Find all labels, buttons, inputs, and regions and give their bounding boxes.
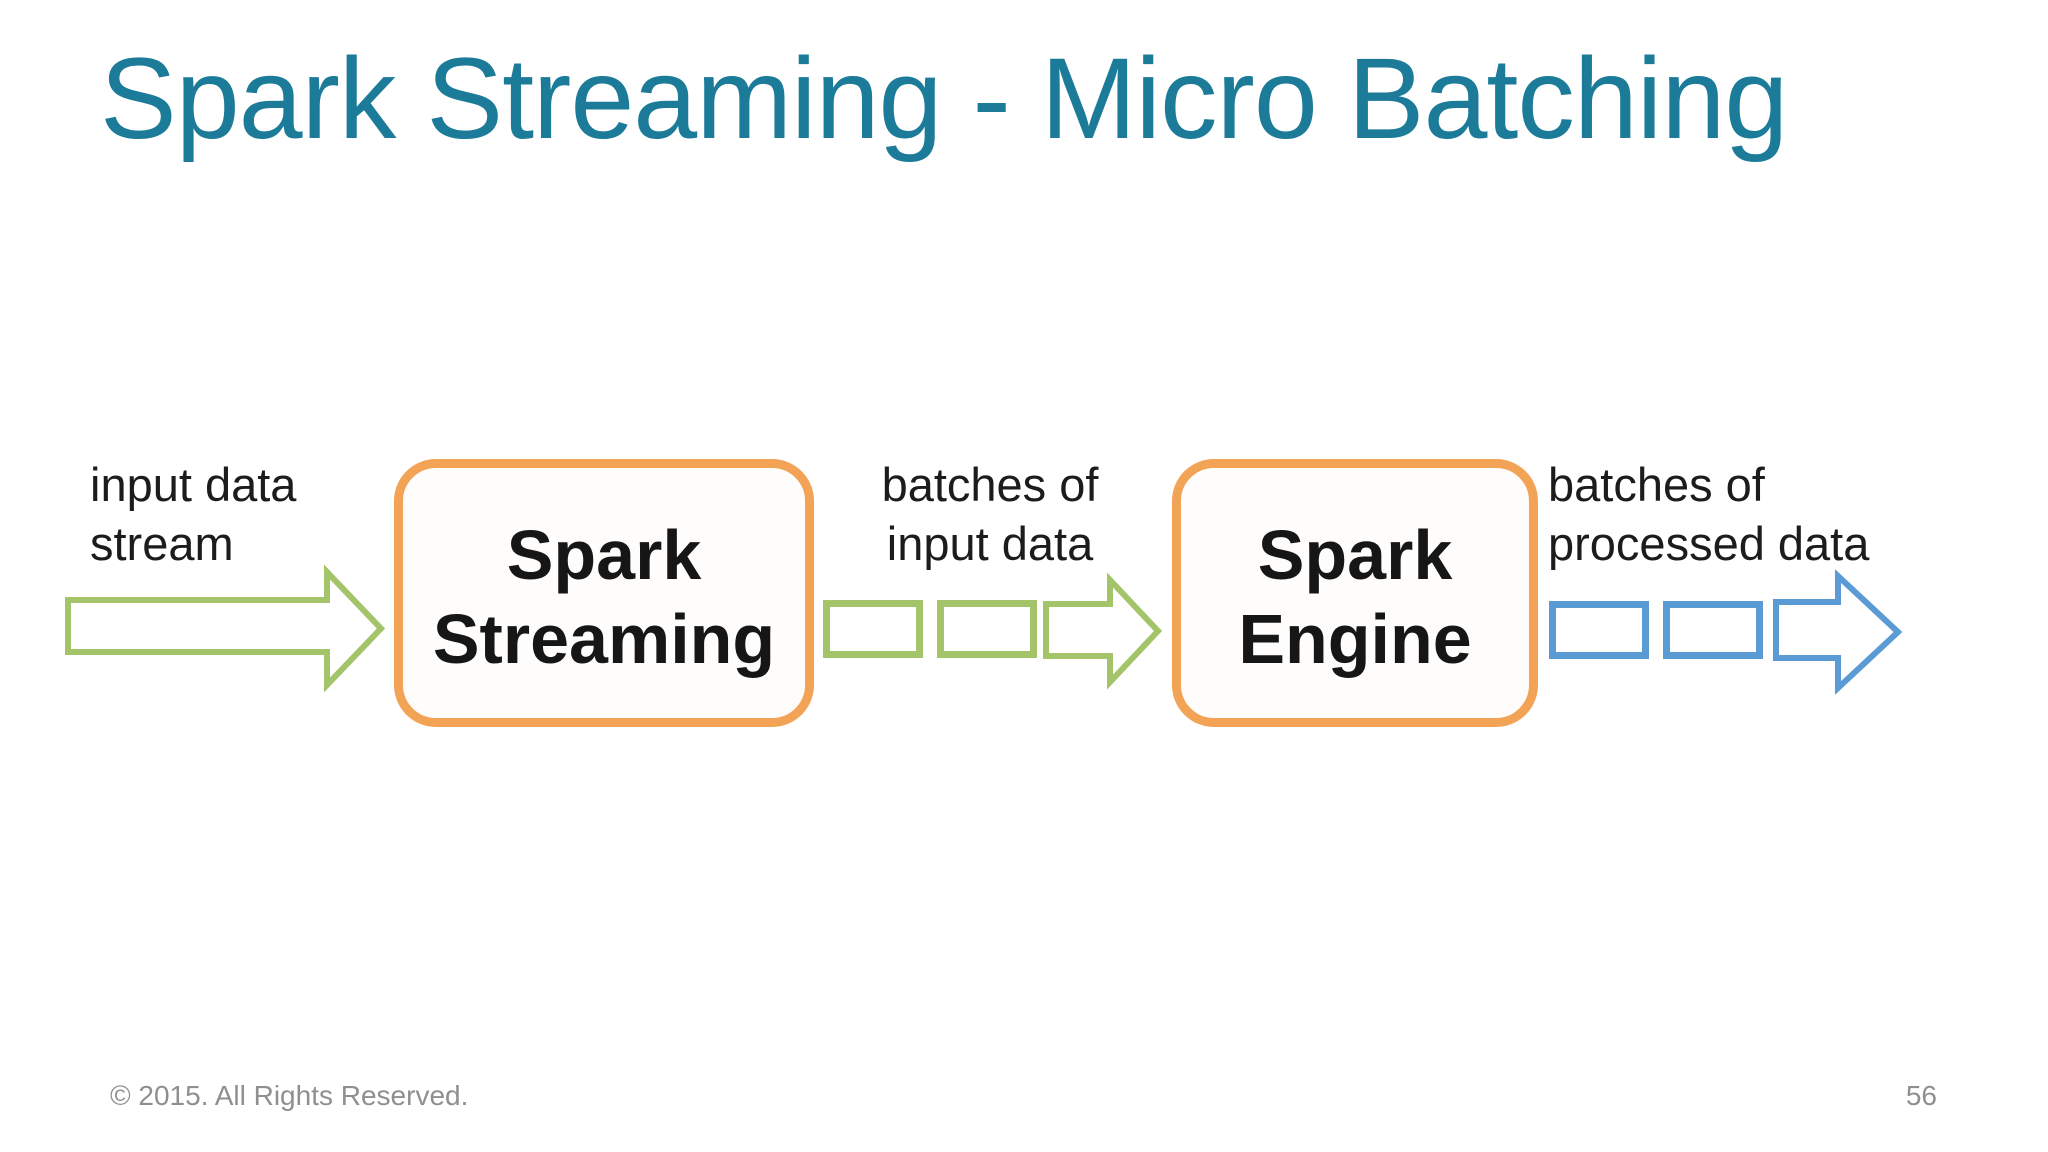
spark-streaming-box-label: Spark Streaming: [433, 513, 775, 681]
processed-batch-rect-1: [1549, 601, 1649, 659]
input-batch-rect-1: [823, 600, 923, 658]
copyright-text: © 2015. All Rights Reserved.: [110, 1080, 469, 1111]
page-title: Spark Streaming - Micro Batching: [100, 35, 1788, 163]
batches-input-arrow-shape: [1043, 572, 1163, 690]
processed-batch-rect-2: [1663, 601, 1763, 659]
spark-engine-box-label-line1: Spark: [1257, 516, 1453, 594]
input-stream-arrow-shape: [65, 564, 386, 693]
spark-engine-box: Spark Engine: [1172, 459, 1538, 727]
batches-of-input-data-label-line2: input data: [886, 517, 1094, 570]
processed-batches-arrow-shape: [1773, 569, 1903, 695]
spark-engine-box-label-line2: Engine: [1238, 600, 1472, 678]
spark-streaming-box-label-line2: Streaming: [432, 600, 776, 678]
batches-input-arrow-icon: [1043, 572, 1163, 690]
batches-of-processed-data-label-line1: batches of: [1548, 458, 1765, 511]
spark-streaming-box-label-line1: Spark: [506, 516, 702, 594]
batches-of-input-data-label-line1: batches of: [881, 458, 1099, 511]
spark-engine-box-label: Spark Engine: [1238, 513, 1471, 681]
input-batch-rect-2: [937, 600, 1037, 658]
spark-streaming-box: Spark Streaming: [394, 459, 814, 727]
page-number: 56: [1905, 1080, 1937, 1111]
batches-of-input-data-label: batches of input data: [840, 455, 1140, 573]
input-data-stream-label-line2: stream: [90, 517, 234, 570]
processed-batches-arrow-icon: [1773, 569, 1903, 695]
batches-of-processed-data-label: batches of processed data: [1548, 455, 1869, 573]
input-data-stream-label: input data stream: [90, 455, 296, 573]
input-stream-arrow-icon: [65, 564, 386, 693]
batches-of-processed-data-label-line2: processed data: [1548, 517, 1870, 570]
input-data-stream-label-line1: input data: [90, 458, 297, 511]
